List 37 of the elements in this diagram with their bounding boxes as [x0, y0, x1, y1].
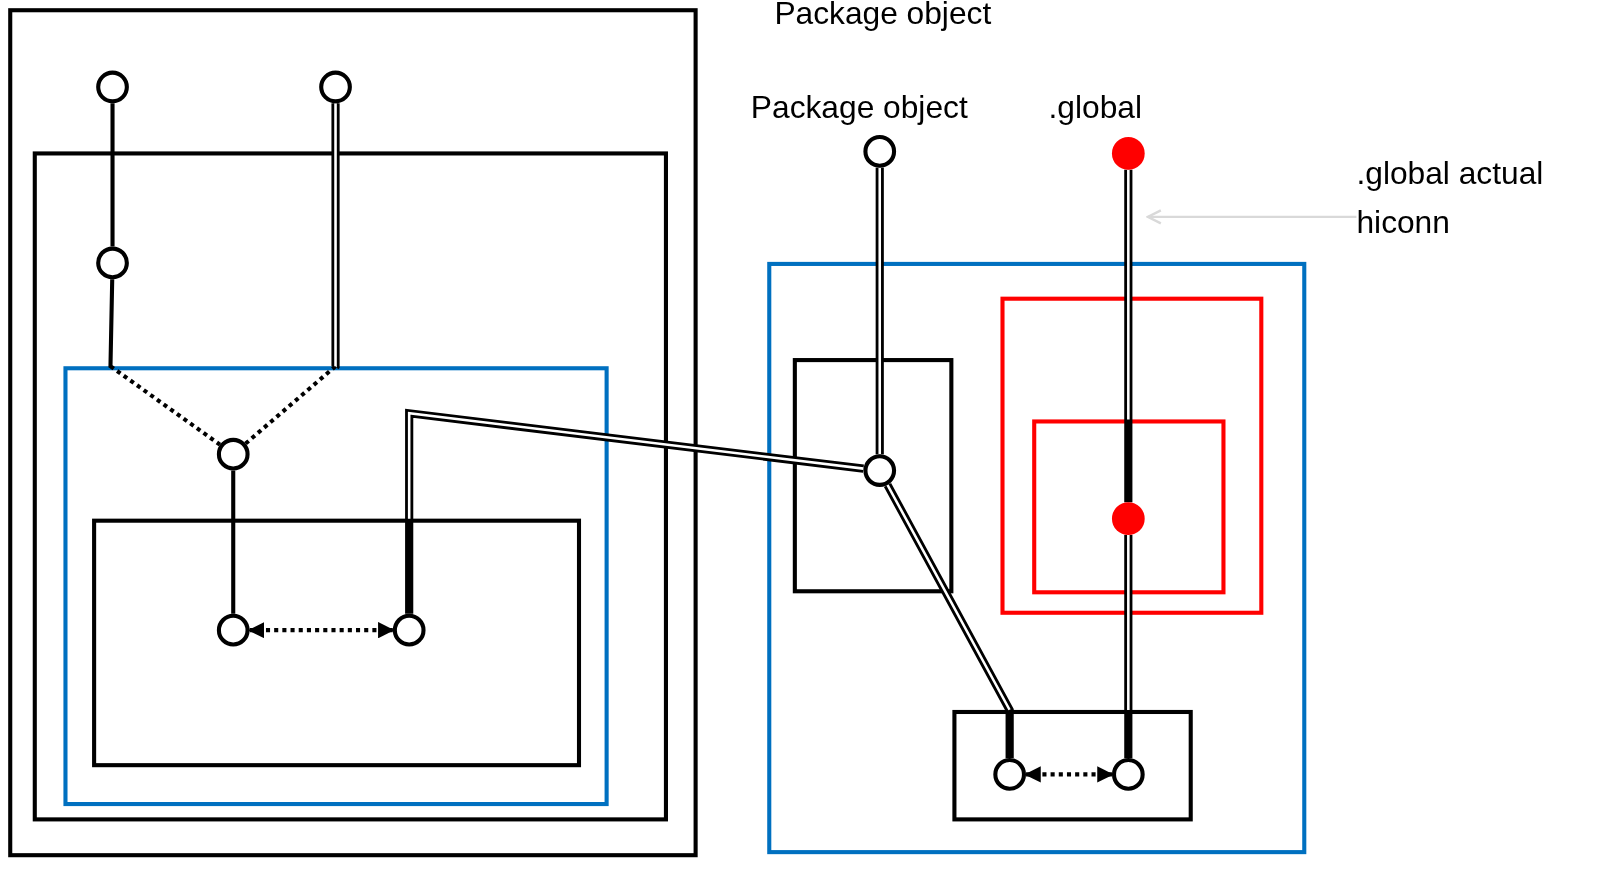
box-frame [792, 358, 954, 594]
connector-line [108, 279, 222, 447]
double-line-connector [242, 103, 340, 447]
double-line-connector [883, 483, 1014, 758]
box-frame [32, 151, 668, 822]
node-caption: .global [1048, 88, 1142, 127]
leader-arrow [1146, 209, 1357, 225]
box-frame [92, 518, 582, 768]
double-line-connector [405, 408, 864, 614]
node-caption: Package object [750, 88, 968, 127]
double-line-connector [1124, 169, 1133, 503]
callout-text: .global actual hiconn [1356, 149, 1602, 248]
port-circle [993, 758, 1027, 791]
box-frame [767, 261, 1307, 855]
port-circle [392, 613, 426, 647]
port-circle [216, 437, 250, 471]
port-circle [863, 454, 897, 487]
box-frame [63, 366, 609, 807]
box-frame [952, 709, 1193, 822]
port-circle [1111, 758, 1145, 791]
box-frame [8, 8, 698, 858]
connector-line [231, 470, 236, 614]
heading-label: Package object [774, 0, 992, 33]
filled-port-circle [1111, 137, 1145, 170]
filled-port-circle [1111, 502, 1145, 535]
port-circle [863, 135, 897, 168]
port-circle [96, 246, 129, 280]
connector-line [110, 103, 115, 247]
port-circle [216, 613, 250, 647]
double-headed-arrow [247, 621, 395, 639]
box-frame [1032, 419, 1226, 595]
double-line-connector [1124, 535, 1133, 758]
double-headed-arrow [1024, 766, 1114, 783]
box-frame [1000, 296, 1264, 615]
double-line-connector [875, 167, 884, 455]
port-circle [319, 70, 352, 104]
port-circle [96, 70, 129, 104]
